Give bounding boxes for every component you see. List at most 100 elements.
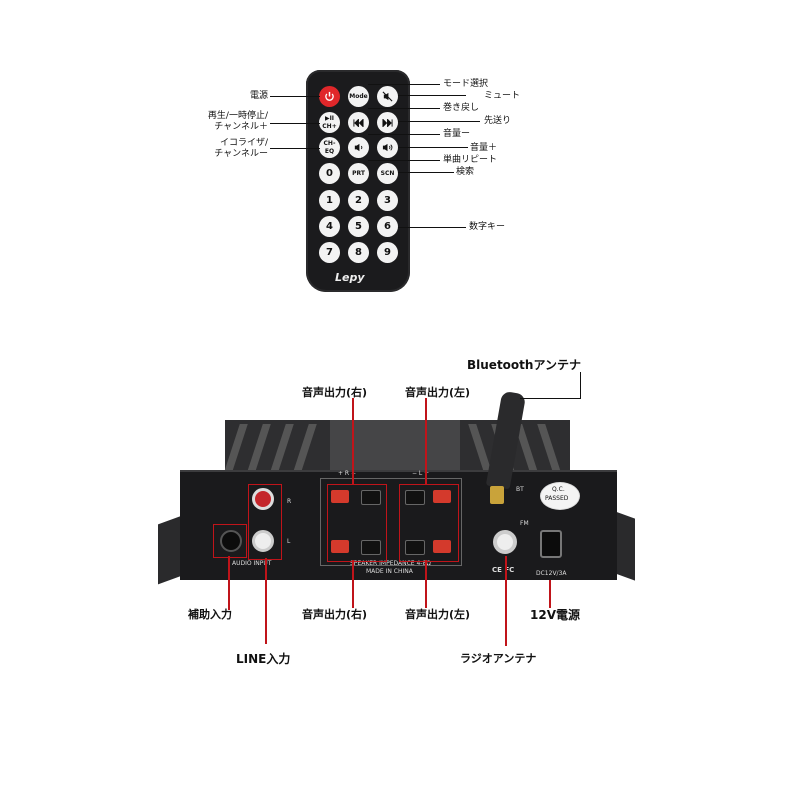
prt-button[interactable]: PRT bbox=[348, 163, 369, 184]
mute-button[interactable] bbox=[377, 86, 398, 107]
terminal-label-right: + R − bbox=[338, 470, 357, 477]
digit-5-button[interactable]: 5 bbox=[348, 216, 369, 237]
label-output-left-bottom: 音声出力(左) bbox=[405, 608, 471, 621]
volume-up-icon bbox=[382, 143, 393, 152]
label-eq-2: チャンネルー bbox=[214, 149, 268, 159]
volume-down-icon bbox=[354, 143, 363, 152]
callout-line bbox=[265, 558, 267, 644]
fm-antenna-jack[interactable] bbox=[493, 530, 517, 554]
callout-line bbox=[520, 398, 580, 399]
ce-fc-label: CE FC bbox=[492, 566, 515, 574]
terminal-label-left: − L + bbox=[412, 470, 430, 477]
fm-label: FM bbox=[520, 520, 529, 527]
aux-input-jack[interactable] bbox=[220, 530, 242, 552]
speaker-terminal-l-minus-2[interactable] bbox=[405, 540, 425, 555]
brand-logo: Lepy bbox=[335, 271, 365, 284]
callout-line bbox=[368, 134, 440, 135]
label-volume-up: 音量＋ bbox=[470, 143, 498, 153]
callout-line bbox=[580, 372, 581, 399]
highlight-line-input bbox=[248, 484, 282, 560]
qc-passed-badge bbox=[540, 482, 580, 510]
made-in-label: MADE IN CHINA bbox=[366, 568, 413, 575]
callout-line bbox=[549, 580, 551, 608]
mute-icon bbox=[382, 91, 393, 102]
digit-7-button[interactable]: 7 bbox=[319, 242, 340, 263]
label-radio-antenna: ラジオアンテナ bbox=[460, 652, 537, 665]
digit-6-button[interactable]: 6 bbox=[377, 216, 398, 237]
digit-8-button[interactable]: 8 bbox=[348, 242, 369, 263]
speaker-terminal-r-minus[interactable] bbox=[361, 490, 381, 505]
callout-line bbox=[270, 123, 320, 124]
highlight-speaker-right bbox=[327, 484, 387, 562]
play-pause-ch-plus-button[interactable]: ▶II CH+ bbox=[319, 112, 340, 133]
label-power: 電源 bbox=[249, 91, 268, 101]
label-play-pause-2: チャンネル＋ bbox=[214, 122, 268, 132]
callout-line bbox=[425, 560, 427, 608]
label-single-repeat: 単曲リピート bbox=[443, 155, 498, 165]
label-output-right-bottom: 音声出力(右) bbox=[302, 608, 368, 621]
callout-line bbox=[270, 148, 320, 149]
forward-icon bbox=[382, 118, 393, 127]
digit-9-button[interactable]: 9 bbox=[377, 242, 398, 263]
label-rewind: 巻き戻し bbox=[443, 103, 480, 113]
power-button[interactable] bbox=[319, 86, 340, 107]
digit-4-button[interactable]: 4 bbox=[319, 216, 340, 237]
speaker-terminal-l-minus[interactable] bbox=[405, 490, 425, 505]
label-line-input: LINE入力 bbox=[236, 652, 291, 666]
audio-input-label: AUDIO INPUT bbox=[232, 560, 272, 567]
qc-label-1: Q.C. bbox=[552, 486, 565, 493]
speaker-terminal-l-plus-2[interactable] bbox=[433, 540, 451, 553]
callout-line bbox=[398, 147, 468, 148]
jack-label-l: L bbox=[287, 538, 291, 545]
rca-jack-right[interactable] bbox=[252, 488, 274, 510]
highlight-aux-input bbox=[213, 524, 247, 558]
callout-line bbox=[398, 121, 480, 122]
label-mute: ミュート bbox=[484, 91, 521, 101]
qc-label-2: PASSED bbox=[545, 495, 569, 502]
callout-line bbox=[425, 398, 427, 484]
heatsink-top bbox=[330, 420, 460, 470]
digit-3-button[interactable]: 3 bbox=[377, 190, 398, 211]
callout-line bbox=[368, 160, 440, 161]
digit-2-button[interactable]: 2 bbox=[348, 190, 369, 211]
label-output-right-top: 音声出力(右) bbox=[302, 386, 368, 399]
bt-label: BT bbox=[516, 486, 524, 493]
jack-label-r: R bbox=[287, 498, 292, 505]
volume-up-button[interactable] bbox=[377, 137, 398, 158]
mode-button[interactable]: Mode bbox=[348, 86, 369, 107]
dc-power-jack[interactable] bbox=[540, 530, 562, 558]
digit-0-button[interactable]: 0 bbox=[319, 163, 340, 184]
speaker-terminal-r-plus[interactable] bbox=[331, 490, 349, 503]
label-12v-power: 12V電源 bbox=[530, 608, 580, 622]
callout-line bbox=[398, 227, 466, 228]
side-fin-left bbox=[158, 515, 182, 585]
scn-button[interactable]: SCN bbox=[377, 163, 398, 184]
eq-ch-minus-button[interactable]: CH- EQ bbox=[319, 137, 340, 158]
digit-1-button[interactable]: 1 bbox=[319, 190, 340, 211]
speaker-terminal-r-plus-2[interactable] bbox=[331, 540, 349, 553]
antenna-connector bbox=[490, 486, 504, 504]
volume-down-button[interactable] bbox=[348, 137, 369, 158]
callout-line bbox=[352, 560, 354, 608]
speaker-terminal-l-plus[interactable] bbox=[433, 490, 451, 503]
rewind-button[interactable] bbox=[348, 112, 369, 133]
rewind-icon bbox=[353, 118, 364, 127]
label-play-pause-1: 再生/一時停止/ bbox=[207, 111, 268, 121]
callout-line bbox=[228, 556, 230, 610]
speaker-impedance-label: SPEAKER IMPEDANCE 4-8Ω bbox=[350, 560, 431, 567]
callout-line bbox=[505, 556, 507, 646]
label-aux-input: 補助入力 bbox=[188, 608, 232, 621]
label-output-left-top: 音声出力(左) bbox=[405, 386, 471, 399]
highlight-speaker-left bbox=[399, 484, 459, 562]
callout-line bbox=[398, 172, 454, 173]
label-search: 検索 bbox=[456, 167, 475, 177]
label-bluetooth-antenna: Bluetoothアンテナ bbox=[467, 358, 581, 372]
label-volume-down: 音量ー bbox=[443, 129, 471, 139]
forward-button[interactable] bbox=[377, 112, 398, 133]
callout-line bbox=[398, 95, 466, 96]
callout-line bbox=[352, 398, 354, 484]
speaker-terminal-r-minus-2[interactable] bbox=[361, 540, 381, 555]
callout-line bbox=[368, 108, 440, 109]
side-fin-right bbox=[615, 511, 635, 581]
rca-jack-left[interactable] bbox=[252, 530, 274, 552]
